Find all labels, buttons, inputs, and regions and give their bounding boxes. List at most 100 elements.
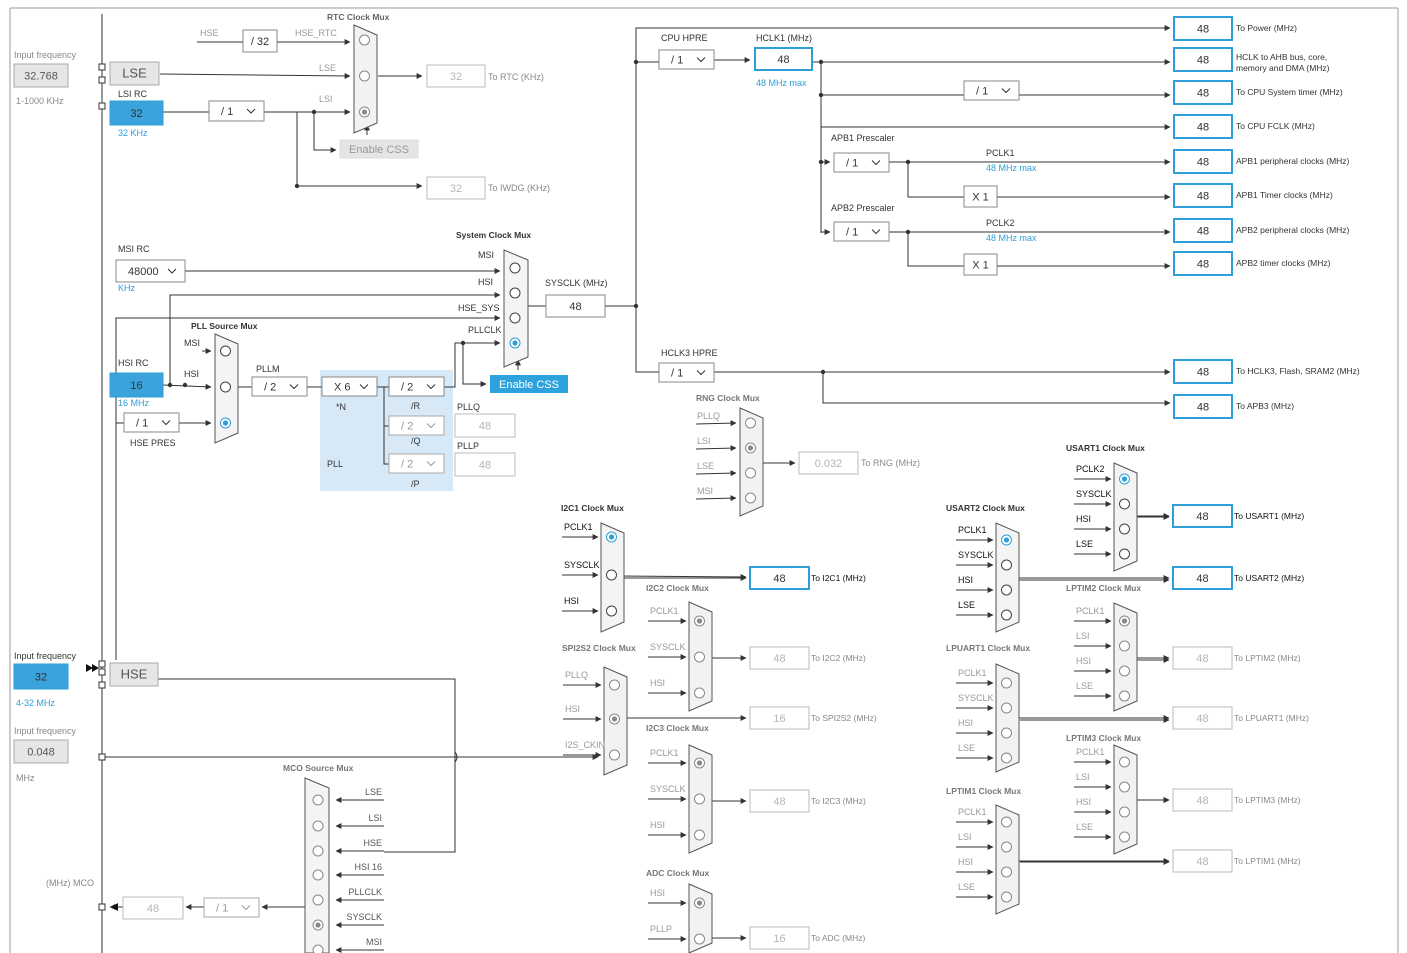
pllr-dropdown[interactable]: / 2	[388, 376, 445, 397]
system-clock-mux-radio-1[interactable]	[509, 287, 521, 299]
mco-radio-1[interactable]	[312, 820, 324, 832]
hse-oscillator[interactable]: HSE	[109, 662, 159, 687]
mco-output-field[interactable]: 48	[122, 896, 184, 920]
i2c1-clock-mux-radio-1[interactable]	[606, 569, 617, 581]
usart1-output-field[interactable]: 48	[1172, 504, 1233, 528]
systick-divider-dropdown[interactable]: / 1	[963, 80, 1020, 101]
cpu-hpre-dropdown[interactable]: / 1	[658, 49, 715, 70]
i2c1-clock-mux-radio-2[interactable]	[606, 605, 617, 617]
i2c3-output-field[interactable]: 48	[749, 789, 810, 813]
bus-output-field-0[interactable]: 48	[1173, 16, 1233, 41]
bus-output-field-2[interactable]: 48	[1173, 80, 1233, 105]
lpuart1-clock-mux-radio-0[interactable]	[1001, 677, 1012, 689]
hclk3-hpre-dropdown[interactable]: / 1	[658, 362, 715, 383]
enable-css-sys-button[interactable]: Enable CSS	[490, 375, 568, 393]
rng-clock-mux-radio-0[interactable]	[745, 417, 756, 429]
i2c2-clock-mux-radio-2[interactable]	[694, 687, 705, 699]
i2c2-clock-mux-radio-1[interactable]	[694, 651, 705, 663]
rng-output-field[interactable]: 0.032	[798, 451, 859, 475]
lse-oscillator[interactable]: LSE	[109, 61, 160, 86]
apb1-timer-multiplier[interactable]: X 1	[963, 185, 998, 208]
bus-output-field-5[interactable]: 48	[1173, 183, 1233, 208]
bus-output-field-6[interactable]: 48	[1173, 218, 1233, 243]
spi2s2-output-field[interactable]: 16	[749, 706, 810, 730]
rng-clock-mux-radio-3[interactable]	[745, 492, 756, 504]
spi2s2-clock-mux-radio-0[interactable]	[609, 679, 620, 691]
bus-output-field-9[interactable]: 48	[1173, 394, 1233, 419]
hse-input-frequency-field[interactable]: 32	[13, 663, 69, 690]
adc-clock-mux-radio-1[interactable]	[694, 933, 705, 945]
sysclk-value-field[interactable]: 48	[545, 294, 606, 318]
lptim1-output-field[interactable]: 48	[1172, 849, 1233, 873]
lptim3-clock-mux-radio-3[interactable]	[1119, 831, 1130, 843]
bus-output-field-1[interactable]: 48	[1173, 47, 1233, 72]
i2c2-output-field[interactable]: 48	[749, 646, 810, 670]
lpuart1-clock-mux-radio-3[interactable]	[1001, 752, 1012, 764]
adc-output-field[interactable]: 16	[749, 926, 810, 950]
i2c3-clock-mux-radio-2[interactable]	[694, 829, 705, 841]
usart2-clock-mux-radio-2[interactable]	[1001, 584, 1012, 596]
mco-radio-6[interactable]	[312, 944, 324, 953]
usart1-clock-mux-radio-2[interactable]	[1119, 523, 1130, 535]
spi2s2-clock-mux-radio-2[interactable]	[609, 749, 620, 761]
apb1-prescaler-dropdown[interactable]: / 1	[833, 152, 890, 173]
usart2-output-field[interactable]: 48	[1172, 566, 1233, 590]
bus-output-field-8[interactable]: 48	[1173, 359, 1233, 384]
lpuart1-clock-mux-radio-1[interactable]	[1001, 702, 1012, 714]
i2c3-clock-mux-radio-1[interactable]	[694, 793, 705, 805]
rng-clock-mux-radio-2[interactable]	[745, 467, 756, 479]
mco-radio-3[interactable]	[312, 869, 324, 881]
lsi-divider-dropdown[interactable]: / 1	[208, 100, 265, 122]
pll-source-mux-radio-0[interactable]	[220, 345, 231, 357]
hsi-rc-value[interactable]: 16	[109, 372, 164, 398]
apb2-prescaler-dropdown[interactable]: / 1	[833, 221, 890, 242]
pllq-output-field[interactable]: 48	[454, 413, 516, 438]
bus-output-field-3[interactable]: 48	[1173, 114, 1233, 139]
i2c1-output-field[interactable]: 48	[749, 566, 810, 590]
hclk1-value-field[interactable]: 48	[754, 47, 813, 71]
msi-rc-dropdown[interactable]: 48000	[115, 259, 186, 283]
usart1-clock-mux-radio-1[interactable]	[1119, 498, 1130, 510]
lsi-rc-value[interactable]: 32	[109, 100, 164, 126]
rtc-clock-mux-radio-0[interactable]	[359, 34, 370, 46]
lptim2-clock-mux-radio-2[interactable]	[1119, 665, 1130, 677]
lptim1-clock-mux-radio-0[interactable]	[1001, 816, 1012, 828]
system-clock-mux-radio-2[interactable]	[509, 312, 521, 324]
lptim1-clock-mux-radio-3[interactable]	[1001, 891, 1012, 903]
pllq-dropdown[interactable]: / 2	[388, 415, 445, 436]
rtc-output-field[interactable]: 32	[426, 64, 486, 88]
lpuart1-output-field[interactable]: 48	[1172, 706, 1233, 730]
lptim3-clock-mux-radio-1[interactable]	[1119, 781, 1130, 793]
lptim3-clock-mux-radio-0[interactable]	[1119, 756, 1130, 768]
plln-dropdown[interactable]: X 6	[321, 376, 378, 397]
rtc-clock-mux-radio-1[interactable]	[359, 70, 370, 82]
lpuart1-clock-mux-radio-2[interactable]	[1001, 727, 1012, 739]
mco-radio-0[interactable]	[312, 794, 324, 806]
iwdg-output-field[interactable]: 32	[426, 176, 486, 200]
rtc-div32-box[interactable]: / 32	[242, 29, 278, 53]
pllp-dropdown[interactable]: / 2	[388, 453, 445, 474]
bus-output-field-4[interactable]: 48	[1173, 149, 1233, 174]
lptim3-clock-mux-radio-2[interactable]	[1119, 806, 1130, 818]
mco-divider-dropdown[interactable]: / 1	[203, 897, 260, 918]
pllm-dropdown[interactable]: / 2	[251, 376, 308, 397]
lptim2-clock-mux-radio-1[interactable]	[1119, 640, 1130, 652]
lptim1-clock-mux-radio-2[interactable]	[1001, 866, 1012, 878]
system-clock-mux-radio-0[interactable]	[509, 262, 521, 274]
usart2-clock-mux-radio-3[interactable]	[1001, 609, 1012, 621]
pllp-output-field[interactable]: 48	[454, 452, 516, 477]
hse-pres-dropdown[interactable]: / 1	[123, 412, 180, 433]
enable-css-rtc-button[interactable]: Enable CSS	[339, 139, 419, 159]
lptim2-output-field[interactable]: 48	[1172, 646, 1233, 670]
lse-input-frequency-field[interactable]: 32.768	[13, 63, 69, 88]
pll-source-mux-radio-1[interactable]	[220, 381, 231, 393]
lptim3-output-field[interactable]: 48	[1172, 788, 1233, 812]
lptim2-clock-mux-radio-3[interactable]	[1119, 690, 1130, 702]
mco-radio-2[interactable]	[312, 845, 324, 857]
apb2-timer-multiplier[interactable]: X 1	[963, 253, 998, 276]
usart2-clock-mux-radio-1[interactable]	[1001, 559, 1012, 571]
lptim1-clock-mux-radio-1[interactable]	[1001, 841, 1012, 853]
bus-output-field-7[interactable]: 48	[1173, 251, 1233, 276]
usart1-clock-mux-radio-3[interactable]	[1119, 548, 1130, 560]
lsi-input-frequency-field[interactable]: 0.048	[13, 739, 69, 764]
